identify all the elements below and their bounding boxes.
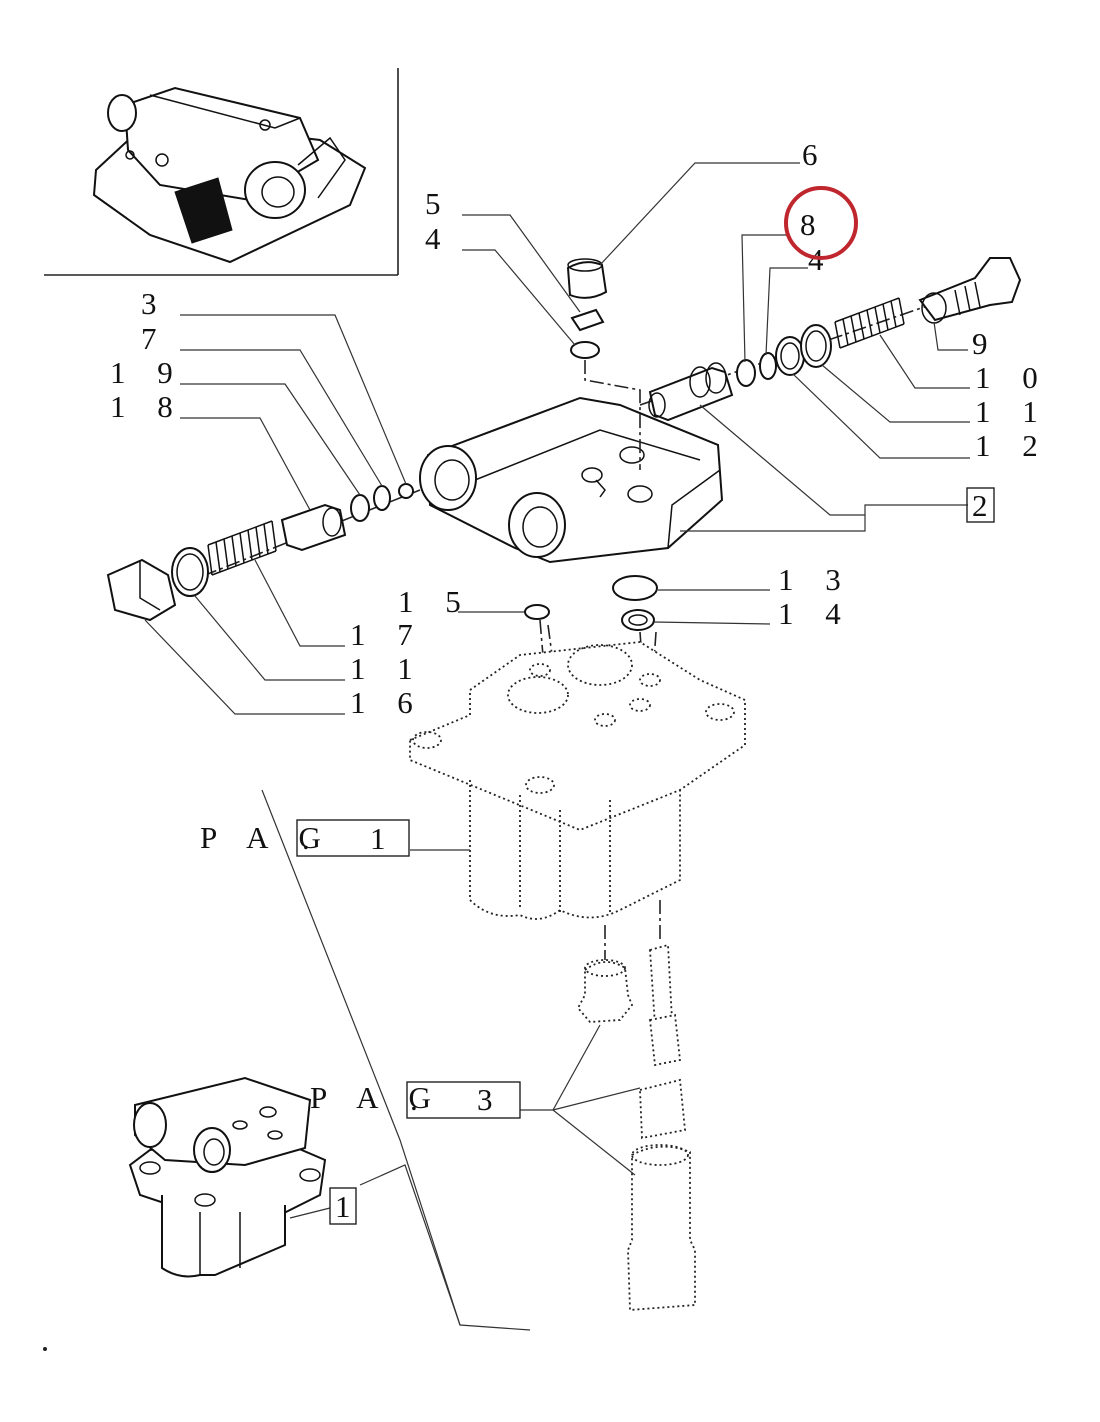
- callout-5: 5: [425, 186, 453, 221]
- page-ref-3-dot: .: [410, 1082, 418, 1117]
- callout-1-box: [329, 1187, 357, 1225]
- callout-9: 9: [972, 326, 1000, 361]
- page-ref-3-prefix: P A G: [310, 1080, 443, 1115]
- callout-13: 1 3: [778, 562, 853, 597]
- callout-2: 2: [972, 488, 988, 523]
- callout-17: 1 7: [350, 617, 425, 652]
- stray-mark: [43, 1347, 47, 1351]
- callout-12: 1 2: [975, 428, 1050, 463]
- callout-8: 8: [800, 207, 828, 242]
- page-ref-1[interactable]: P A G . 1: [200, 819, 410, 857]
- page-ref-3[interactable]: P A G . 3: [310, 1080, 521, 1119]
- page-ref-1-number: 1: [370, 821, 386, 856]
- page-ref-3-number: 3: [477, 1082, 493, 1117]
- callout-14: 1 4: [778, 596, 853, 631]
- callout-18: 1 8: [110, 389, 185, 424]
- callout-11-left: 1 1: [350, 651, 425, 686]
- callout-15: 1 5: [398, 584, 473, 619]
- page-ref-1-box[interactable]: [296, 819, 410, 857]
- page-ref-3-box[interactable]: [406, 1081, 521, 1119]
- page-ref-1-dot: .: [302, 821, 310, 856]
- phantom-fittings: [576, 943, 696, 1311]
- right-spool-assembly: [639, 257, 1022, 422]
- valve-body: [419, 396, 724, 564]
- callout-19: 1 9: [110, 355, 185, 390]
- locator-thumbnail-icon: [44, 68, 399, 276]
- callout-4-top: 4: [425, 221, 453, 256]
- top-cap-parts: [566, 258, 641, 470]
- left-spool-assembly: [106, 483, 421, 622]
- callout-11-right: 1 1: [975, 394, 1050, 429]
- callout-16: 1 6: [350, 685, 425, 720]
- page-ref-1-prefix: P A G: [200, 820, 333, 855]
- callout-1: 1: [335, 1189, 351, 1224]
- callout-2-box: [966, 487, 995, 523]
- callout-6: 6: [802, 137, 830, 172]
- leader-lines: [144, 162, 970, 1331]
- assembly-thumbnail-icon: [128, 1076, 327, 1278]
- callout-3: 3: [141, 286, 169, 321]
- highlight-circle: [784, 186, 858, 260]
- callout-10: 1 0: [975, 360, 1050, 395]
- callout-labels: 6 5 4 8 4 3 7 1 9 1 8 9 1 0 1 1 1 2 2 1 …: [110, 137, 1050, 1225]
- callout-7: 7: [141, 321, 169, 356]
- bottom-seals: [524, 575, 658, 701]
- phantom-housing: [409, 641, 746, 960]
